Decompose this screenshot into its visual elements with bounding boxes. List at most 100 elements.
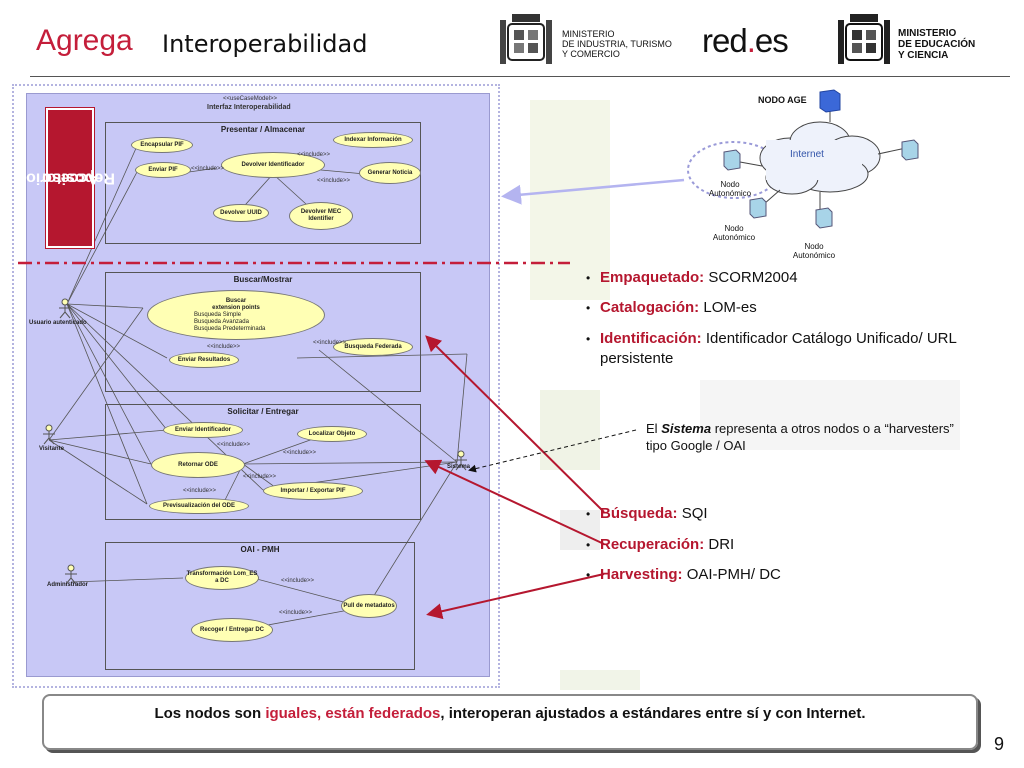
- note-text: representa a otros nodos o a “harvesters…: [646, 421, 954, 453]
- actor-administrador-icon: [65, 564, 77, 585]
- internet-cloud-label: Internet: [790, 149, 824, 160]
- use-case-generar-noticia: Generar Noticia: [359, 162, 421, 184]
- use-case-devolver-mec-identifier: Devolver MEC Identifier: [289, 202, 353, 230]
- ministry-line: DE INDUSTRIA, TURISMO: [562, 39, 672, 49]
- ministry-education-label: MINISTERIO DE EDUCACIÓN Y CIENCIA: [898, 28, 975, 61]
- include-note: <<include>>: [279, 610, 313, 616]
- use-case-transformacion-lom: Transformación Lom_ES a DC: [185, 566, 259, 590]
- use-case-previsualizacion-ode: Previsualización del ODE: [149, 498, 249, 514]
- summary-callout: Los nodos son iguales, están federados, …: [42, 694, 978, 750]
- use-case-devolver-identificador: Devolver Identificador: [221, 152, 325, 178]
- page-title: Interoperabilidad: [162, 30, 368, 58]
- package-title: OAI - PMH: [240, 545, 280, 554]
- bullet-value: SCORM2004: [708, 269, 798, 286]
- bullet-item: • Búsqueda: SQI: [586, 504, 980, 524]
- diagram-title: Interfaz Interoperabilidad: [207, 104, 291, 111]
- extension-point: Busqueda Avanzada: [194, 318, 249, 325]
- use-case-buscar: Buscar extension points Busqueda Simple …: [147, 290, 325, 340]
- bullet-value: DRI: [708, 536, 735, 553]
- use-case-devolver-uuid: Devolver UUID: [213, 204, 269, 222]
- bullet-label: Identificación:: [600, 330, 702, 347]
- bullet-label: Recuperación:: [600, 536, 705, 553]
- package-title: Presentar / Almacenar: [220, 125, 306, 134]
- use-case-importar-exportar-pif: Importar / Exportar PIF: [263, 482, 363, 500]
- ministry-line: DE EDUCACIÓN: [898, 39, 976, 50]
- redes-logo-part: es: [754, 22, 789, 59]
- summary-text: , interoperan ajustados a estándares ent…: [440, 705, 866, 722]
- include-note: <<include>>: [183, 488, 217, 494]
- bullet-item: • Recuperación: DRI: [586, 535, 980, 555]
- include-note: <<include>>: [313, 340, 347, 346]
- include-note: <<include>>: [217, 442, 251, 448]
- bullet-value: Identificador Catálogo Unificado/ URL pe…: [600, 330, 957, 367]
- bullet-dot-icon: •: [586, 507, 591, 521]
- use-case-busqueda-federada: Busqueda Federada: [333, 338, 413, 356]
- use-case-retornar-ode: Retornar ODE: [151, 452, 245, 478]
- use-case-recoger-entregar-dc: Recoger / Entregar DC: [191, 618, 273, 642]
- use-case-encapsular-pif: Encapsular PIF: [131, 137, 193, 153]
- bullet-value: LOM-es: [703, 299, 757, 316]
- page-number: 9: [994, 734, 1005, 754]
- server-node-icon: [819, 89, 841, 113]
- actor-administrador: Administrador: [47, 582, 89, 588]
- use-case-pull-metadatos: Pull de metadatos: [341, 594, 397, 618]
- bullet-value: SQI: [681, 505, 708, 522]
- background-watermark: [530, 100, 960, 690]
- coat-of-arms-logo: [838, 14, 890, 64]
- extension-point: Busqueda Predeterminada: [194, 325, 266, 332]
- use-case-enviar-identificador: Enviar Identificador: [163, 422, 243, 438]
- bullet-item: • Empaquetado: SCORM2004: [586, 268, 980, 288]
- ministry-industry-label: MINISTERIO DE INDUSTRIA, TURISMO Y COMER…: [562, 29, 672, 59]
- ministry-line: Y CIENCIA: [898, 50, 949, 61]
- note-term: Sistema: [661, 421, 712, 436]
- include-note: <<include>>: [283, 450, 317, 456]
- bullet-label: Harvesting:: [600, 566, 683, 583]
- bullet-item: • Identificación: Identificador Catálogo…: [586, 329, 980, 369]
- bullet-item: • Harvesting: OAI-PMH/ DC: [586, 565, 980, 585]
- actor-visitante-icon: [43, 424, 55, 445]
- network-node-label: Nodo Autonómico: [712, 224, 756, 242]
- bullet-value: OAI-PMH/ DC: [686, 566, 781, 583]
- summary-text: Los nodos son: [154, 705, 262, 722]
- header-divider: [30, 76, 1010, 77]
- actor-usuario-icon: [59, 298, 71, 319]
- use-case-enviar-resultados: Enviar Resultados: [169, 352, 239, 368]
- redes-logo-part: red: [702, 22, 748, 59]
- extension-points-label: extension points: [212, 304, 260, 311]
- actor-visitante: Visitante: [39, 446, 64, 452]
- actor-sistema-icon: [455, 450, 467, 471]
- include-note: <<include>>: [281, 578, 315, 584]
- bullet-label: Catalogación:: [600, 299, 700, 316]
- bullet-dot-icon: •: [586, 568, 591, 582]
- include-note: <<include>>: [297, 152, 331, 158]
- include-note: <<include>>: [243, 474, 277, 480]
- bullet-dot-icon: •: [586, 538, 591, 552]
- use-case-enviar-pif: Enviar PIF: [135, 162, 191, 178]
- redes-logo-dot: .: [746, 22, 756, 59]
- bullet-dot-icon: •: [586, 271, 591, 285]
- network-node-label: Nodo Autonómico: [708, 180, 752, 198]
- bullet-item: • Catalogación: LOM-es: [586, 298, 980, 318]
- use-case-localizar-objeto: Localizar Objeto: [297, 426, 367, 442]
- brand-title: Agrega: [36, 24, 133, 57]
- package-title: Buscar/Mostrar: [233, 275, 293, 284]
- bullet-label: Búsqueda:: [600, 505, 678, 522]
- sistema-note: El Sistema representa a otros nodos o a …: [646, 420, 976, 454]
- summary-highlight: iguales, están federados: [265, 705, 441, 722]
- include-note: <<include>>: [317, 178, 351, 184]
- bullet-label: Empaquetado:: [600, 269, 705, 286]
- package-title: Solicitar / Entregar: [227, 407, 299, 416]
- note-prefix: El: [646, 421, 658, 436]
- use-case-label: Buscar: [225, 297, 247, 304]
- actor-usuario-autenticado: Usuario autenticado: [29, 320, 87, 326]
- bullet-dot-icon: •: [586, 301, 591, 315]
- coat-of-arms-logo: [500, 14, 552, 64]
- ministry-line: MINISTERIO: [898, 28, 957, 39]
- use-case-diagram: <<useCaseModel>> Interfaz Interoperabili…: [26, 93, 490, 677]
- network-node-age-label: NODO AGE: [758, 95, 807, 105]
- diagram-stereotype: <<useCaseModel>>: [223, 96, 278, 102]
- include-note: <<include>>: [207, 344, 241, 350]
- redes-logo: red.es: [702, 22, 789, 60]
